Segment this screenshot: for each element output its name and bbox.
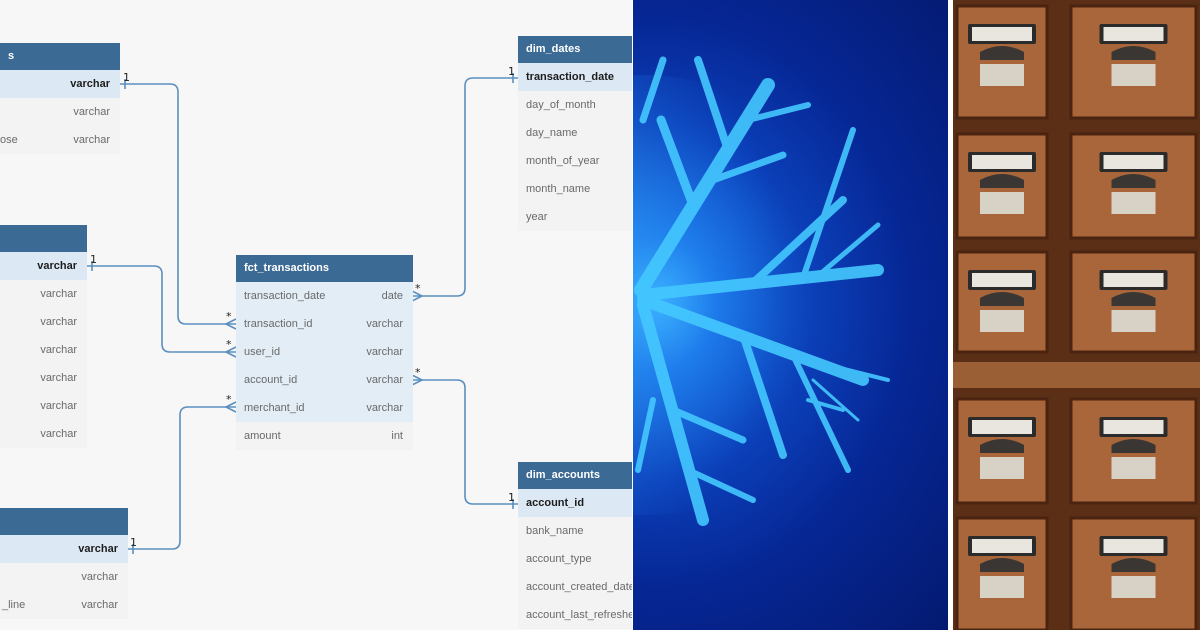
connector-transaction-date-to-dim-dates [412,77,518,297]
table-header: fct_transactions [236,255,413,282]
table-row: varchar [0,280,87,308]
cardinality-one-dim-accounts: 1 [508,491,515,504]
cardinality-many-transaction-date: * [415,282,421,295]
cardinality-many-user-id: * [226,338,232,351]
index-card-edge [980,64,1024,86]
table-row: day_name [518,119,632,147]
table-header: dim_accounts [518,462,632,489]
drawer-pull-handle [1111,439,1156,453]
relationship-connectors [87,73,518,554]
drawer-label-card [972,155,1032,169]
table-row: account_created_date [518,573,632,601]
table-row: year [518,203,632,231]
drawer-front [1069,4,1198,120]
table-row: bank_name [518,517,632,545]
drawer-pull-handle [980,46,1024,60]
index-card-edge [1111,192,1156,214]
table-row: account_last_refreshed [518,601,632,629]
shelf-board [953,362,1200,388]
card-catalog-drawers-image [953,0,1200,630]
table-header: dim_dates [518,36,632,63]
index-card-edge [1111,64,1156,86]
drawer-front [955,516,1049,630]
table-row: varchar [0,563,128,591]
drawer-pull-handle [1111,46,1156,60]
table-header [0,225,87,252]
index-card-edge [980,192,1024,214]
table-row: varchar [0,364,87,392]
index-card-edge [1111,310,1156,332]
table-header: s [0,43,120,70]
index-card-edge [980,576,1024,598]
drawer-pull-handle [1111,558,1156,572]
table-row: varchar [0,308,87,336]
drawer-front [1069,516,1198,630]
cardinality-one-dim-dates: 1 [508,65,515,78]
drawer-label-card [972,27,1032,41]
table-row: varchar [0,392,87,420]
snowflake-crystal-image [633,0,948,630]
drawer-label-card [1103,273,1164,287]
drawer-pull-handle [980,174,1024,188]
table-row: varchar [0,336,87,364]
drawer-pull-handle [980,292,1024,306]
cardinality-one-bottom-left: 1 [130,536,137,549]
drawer-front [955,4,1049,120]
table-header [0,508,128,535]
drawer-label-card [1103,27,1164,41]
cardinality-one-mid-left: 1 [90,253,97,266]
cardinality-many-transaction-id: * [226,310,232,323]
index-card-edge [1111,457,1156,479]
table-mid-left[interactable]: varchar varchar varchar varchar varchar … [0,225,87,448]
index-card-edge [1111,576,1156,598]
connector-mid-left-to-user-id [87,265,236,353]
panel-divider [948,0,953,630]
drawer-cabinet-illustration [953,0,1200,630]
table-dim-accounts[interactable]: dim_accounts account_id bank_name accoun… [518,462,632,629]
table-row: varchar [0,535,128,563]
drawer-label-card [1103,420,1164,434]
drawer-pull-handle [1111,292,1156,306]
table-row: varchar [0,252,87,280]
table-dim-dates[interactable]: dim_dates transaction_date day_of_month … [518,36,632,231]
index-card-edge [980,457,1024,479]
index-card-edge [980,310,1024,332]
drawer-pull-handle [980,439,1024,453]
table-row: varchar [0,98,120,126]
drawer-pull-handle [1111,174,1156,188]
drawer-label-card [972,420,1032,434]
table-row: varchar [0,420,87,448]
drawer-label-card [972,273,1032,287]
drawer-pull-handle [980,558,1024,572]
connector-account-id-to-dim-accounts [412,379,518,505]
cardinality-one-top-left: 1 [123,71,130,84]
table-row: month_name [518,175,632,203]
drawer-label-card [1103,539,1164,553]
table-row: account_type [518,545,632,573]
drawer-label-card [972,539,1032,553]
table-row: day_of_month [518,91,632,119]
connector-bottom-left-to-merchant-id [128,406,236,550]
table-row: transaction_date [518,63,632,91]
cardinality-many-merchant-id: * [226,393,232,406]
connector-top-left-to-transaction-id [120,83,236,325]
table-row: varchar [0,70,120,98]
table-row: month_of_year [518,147,632,175]
snowflake-icon [633,56,890,526]
drawer-label-card [1103,155,1164,169]
er-diagram-canvas: 1 1 1 1 1 * * * * * s varchar varchar os… [0,36,632,629]
table-row: account_id [518,489,632,517]
cardinality-many-account-id: * [415,366,421,379]
